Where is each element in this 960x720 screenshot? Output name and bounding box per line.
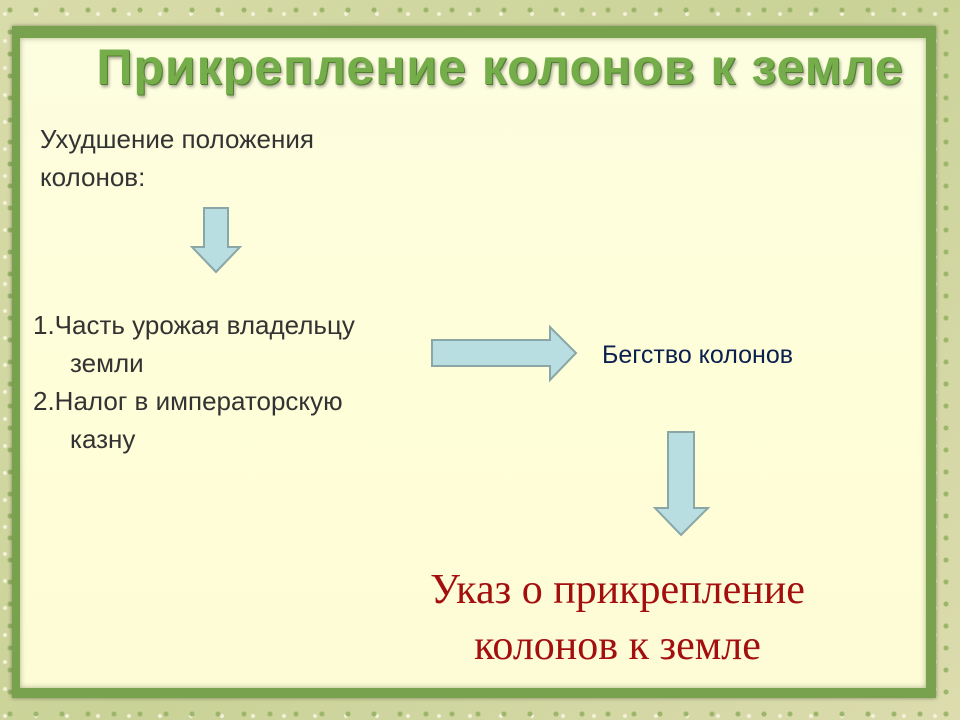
list-item-continuation: земли — [70, 348, 144, 378]
result-text: Указ о прикрепление колонов к земле — [380, 562, 855, 674]
causes-list: 1.Часть урожая владельцу земли 2.Налог в… — [33, 306, 355, 458]
intro-line: Ухудшение положения — [40, 124, 314, 154]
list-item: 1.Часть урожая владельцу — [33, 310, 355, 340]
slide-title: Прикрепление колонов к земле — [96, 39, 904, 95]
consequence-text: Бегство колонов — [602, 341, 794, 369]
intro-line: колонов: — [40, 162, 146, 192]
list-item: 2.Налог в императорскую — [33, 386, 343, 416]
intro-text: Ухудшение положения колонов: — [40, 120, 314, 196]
result-line: колонов к земле — [474, 623, 761, 669]
list-item-continuation: казну — [70, 424, 136, 454]
result-line: Указ о прикрепление — [430, 567, 805, 613]
